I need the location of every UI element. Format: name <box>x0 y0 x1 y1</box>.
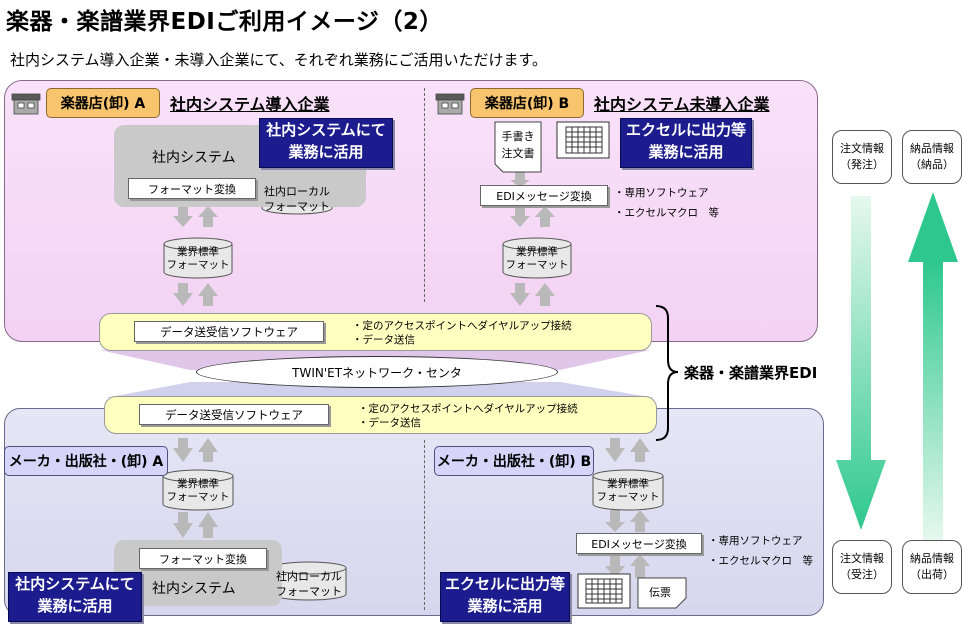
network-center-label: TWIN'ETネットワーク・センタ <box>292 366 462 380</box>
local-format-cylinder: 社内ローカルフォーマット <box>264 185 330 213</box>
standard-format-cylinder-tl: 業界標準フォーマット <box>166 246 230 271</box>
callout-system-use: 社内システムにて業務に活用 <box>259 118 393 168</box>
network-center-ellipse <box>196 356 558 388</box>
maker-a-label: メーカ・出版社・(卸) A <box>4 446 168 476</box>
page-title: 楽器・楽譜業界EDIご利用イメージ（2） <box>6 9 443 35</box>
edi-convert-notes: ・専用ソフトウェア・エクセルマクロ 等 <box>614 187 719 219</box>
edi-convert-box: EDIメッセージ変換 <box>480 185 608 206</box>
slip-label: 伝票 <box>649 586 671 599</box>
delivery-info-top: 納品情報（納品） <box>902 130 962 184</box>
edi-label: 楽器・楽譜業界EDI <box>684 364 818 382</box>
store-b-label: 楽器店(卸) B <box>470 88 584 118</box>
heading-system-not-adopted: 社内システム未導入企業 <box>594 95 770 114</box>
top-comm-notes: ・定のアクセスポイントへダイヤルアップ接続・データ送信 <box>352 320 572 346</box>
bottom-comm-software: データ送受信ソフトウェア <box>139 404 329 425</box>
store-a-label: 楽器店(卸) A <box>46 88 160 118</box>
callout-excel-use: エクセルに出力等業務に活用 <box>620 118 752 168</box>
standard-format-cylinder-tr: 業界標準フォーマット <box>505 246 569 271</box>
format-convert-box: フォーマット変換 <box>128 178 256 199</box>
bottom-comm-notes: ・定のアクセスポイントへダイヤルアップ接続・データ送信 <box>358 403 578 429</box>
callout-system-use-bottom: 社内システムにて業務に活用 <box>8 572 142 622</box>
standard-format-cylinder-br: 業界標準フォーマット <box>596 478 660 503</box>
order-flow-arrow <box>836 196 886 530</box>
delivery-info-bottom: 納品情報（出荷） <box>902 540 962 594</box>
maker-b-label: メーカ・出版社・(卸) B <box>434 446 594 476</box>
page-subtitle: 社内システム導入企業・未導入企業にて、それぞれ業務にご活用いただけます。 <box>10 51 548 69</box>
heading-system-adopted: 社内システム導入企業 <box>170 95 330 114</box>
delivery-flow-arrow <box>908 192 958 262</box>
order-info-top: 注文情報（発注） <box>832 130 892 184</box>
callout-excel-use-bottom: エクセルに出力等業務に活用 <box>440 572 570 622</box>
local-format-cylinder-bottom: 社内ローカルフォーマット <box>276 570 342 598</box>
edi-convert-box-bottom: EDIメッセージ変換 <box>576 533 702 554</box>
internal-system-label: 社内システム <box>152 150 236 166</box>
bottom-divider <box>424 440 425 610</box>
edi-convert-notes-bottom: ・専用ソフトウェア・エクセルマクロ 等 <box>708 535 813 567</box>
order-info-bottom: 注文情報（受注） <box>832 540 892 594</box>
top-comm-software: データ送受信ソフトウェア <box>134 321 324 342</box>
format-convert-box-bottom: フォーマット変換 <box>139 548 267 569</box>
top-divider <box>424 88 425 302</box>
handwritten-order-label: 手書き注文書 <box>501 130 535 160</box>
internal-system-label-bottom: 社内システム <box>152 581 236 597</box>
standard-format-cylinder-bl: 業界標準フォーマット <box>166 478 230 503</box>
